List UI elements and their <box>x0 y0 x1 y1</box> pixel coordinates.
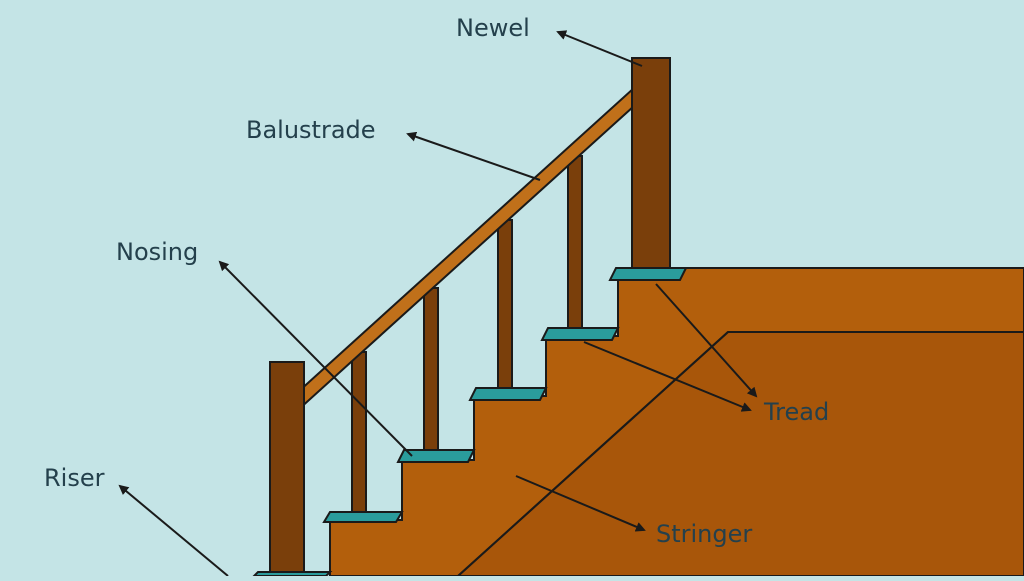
label-tread: Tread <box>763 398 829 426</box>
bottom-newel-post <box>269 361 305 577</box>
nosing-3 <box>396 449 476 463</box>
label-riser: Riser <box>44 464 105 492</box>
baluster-1 <box>351 351 367 517</box>
stringer-edge <box>457 331 729 577</box>
arrow-nosing <box>218 260 413 457</box>
arrow-tread-a <box>655 283 758 398</box>
baluster-3 <box>497 219 513 391</box>
nosing-1 <box>251 571 333 577</box>
arrow-tread-b <box>583 341 752 412</box>
nosing-2 <box>322 511 404 523</box>
nosing-5 <box>540 327 620 341</box>
label-nosing: Nosing <box>116 238 198 266</box>
leader-arrows <box>118 30 758 577</box>
nosing-4 <box>468 387 548 401</box>
label-balustrade: Balustrade <box>246 116 376 144</box>
label-newel: Newel <box>456 14 530 42</box>
arrow-newel <box>556 30 643 67</box>
baluster-4 <box>567 155 583 331</box>
label-stringer: Stringer <box>656 520 752 548</box>
nosing-6 <box>608 267 688 281</box>
arrow-balustrade <box>406 131 541 181</box>
baluster-2 <box>423 287 439 455</box>
arrow-stringer <box>515 475 646 532</box>
top-newel-post <box>631 57 671 271</box>
arrow-riser <box>118 484 229 577</box>
